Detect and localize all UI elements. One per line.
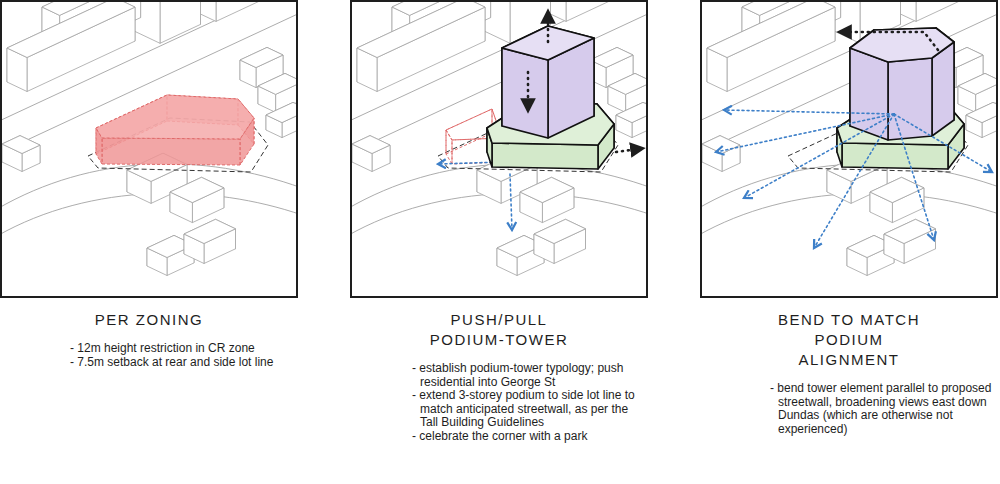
side-face — [842, 143, 948, 169]
diagram-panel: BEND TO MATCH PODIUM ALIGNMENT- bend tow… — [700, 0, 998, 298]
top-face — [7, 2, 135, 58]
context-building — [616, 102, 646, 137]
top-face — [590, 47, 633, 67]
panel-text: BEND TO MATCH PODIUM ALIGNMENT - bend tow… — [700, 310, 998, 436]
context-building — [870, 177, 924, 222]
side-face — [492, 143, 598, 169]
note-bullet: - celebrate the corner with a park — [412, 430, 640, 444]
side-face — [446, 109, 492, 154]
view-arrow — [894, 114, 992, 172]
top-face — [240, 47, 283, 67]
top-face — [608, 73, 646, 94]
side-face — [850, 48, 888, 140]
context-building — [707, 2, 835, 92]
top-face — [258, 73, 296, 94]
note-bullet: - 12m height restriction in CR zone — [70, 342, 298, 356]
view-arrow — [814, 114, 894, 248]
top-face — [616, 102, 646, 122]
top-face — [170, 177, 224, 202]
context-building — [542, 2, 611, 21]
panel-text: PUSH/PULL PODIUM-TOWER - establish podium… — [350, 310, 648, 443]
top-face — [534, 219, 586, 243]
push-pull-arrow — [616, 149, 638, 152]
context-building — [192, 2, 261, 21]
context-building — [266, 102, 296, 137]
context-building — [520, 177, 574, 222]
push-pull-arrow — [547, 16, 550, 42]
view-arrow — [744, 114, 894, 198]
panel-title: PER ZONING — [69, 310, 229, 330]
view-arrow — [716, 114, 894, 152]
side-face — [566, 2, 611, 21]
panel-title: PUSH/PULL PODIUM-TOWER — [419, 310, 579, 350]
side-face — [916, 2, 961, 21]
top-face — [520, 177, 574, 202]
top-face — [352, 136, 390, 154]
panel-title: BEND TO MATCH PODIUM ALIGNMENT — [769, 310, 929, 370]
panel-illustration — [702, 2, 996, 276]
push-pull-arrow — [527, 72, 530, 106]
top-face — [96, 95, 254, 139]
top-face — [884, 219, 936, 243]
context-building — [892, 2, 961, 21]
view-arrow — [510, 174, 512, 230]
top-face — [184, 219, 236, 243]
note-bullet: - bend tower element parallel to propose… — [770, 382, 998, 436]
context-building — [184, 219, 236, 263]
tower — [850, 28, 954, 140]
context-building — [534, 219, 586, 263]
context-building — [884, 219, 936, 263]
context-building — [352, 136, 390, 172]
panel-illustration — [2, 2, 296, 276]
diagram-panel: PUSH/PULL PODIUM-TOWER- establish podium… — [350, 0, 648, 298]
context-building — [702, 136, 740, 172]
top-face — [707, 2, 835, 58]
view-arrow — [724, 110, 894, 114]
top-face — [850, 28, 954, 62]
context-building — [170, 177, 224, 222]
top-face — [958, 73, 996, 94]
context-building — [132, 2, 201, 43]
side-face — [216, 2, 261, 21]
context-building — [2, 136, 40, 172]
top-face — [2, 136, 40, 154]
zoning-envelope — [96, 95, 254, 165]
side-face — [160, 2, 201, 43]
top-face — [266, 102, 296, 122]
side-face — [502, 48, 548, 138]
panel-illustration — [352, 2, 646, 276]
context-building — [966, 102, 996, 137]
diagram-panel: PER ZONING- 12m height restriction in CR… — [0, 0, 298, 298]
bend-arrow — [844, 32, 938, 50]
context-building — [7, 2, 135, 92]
context-building — [357, 2, 485, 92]
panel-text: PER ZONING - 12m height restriction in CR… — [0, 310, 298, 369]
side-face — [888, 58, 932, 140]
top-face — [357, 2, 485, 58]
side-face — [102, 138, 240, 165]
note-bullet: - 7.5m setback at rear and side lot line — [70, 356, 298, 370]
view-arrow — [894, 114, 934, 240]
note-bullet: - extend 3-storey podium to side lot lin… — [412, 389, 640, 430]
top-face — [966, 102, 996, 122]
note-bullet: - establish podium-tower typology; push … — [412, 362, 640, 389]
